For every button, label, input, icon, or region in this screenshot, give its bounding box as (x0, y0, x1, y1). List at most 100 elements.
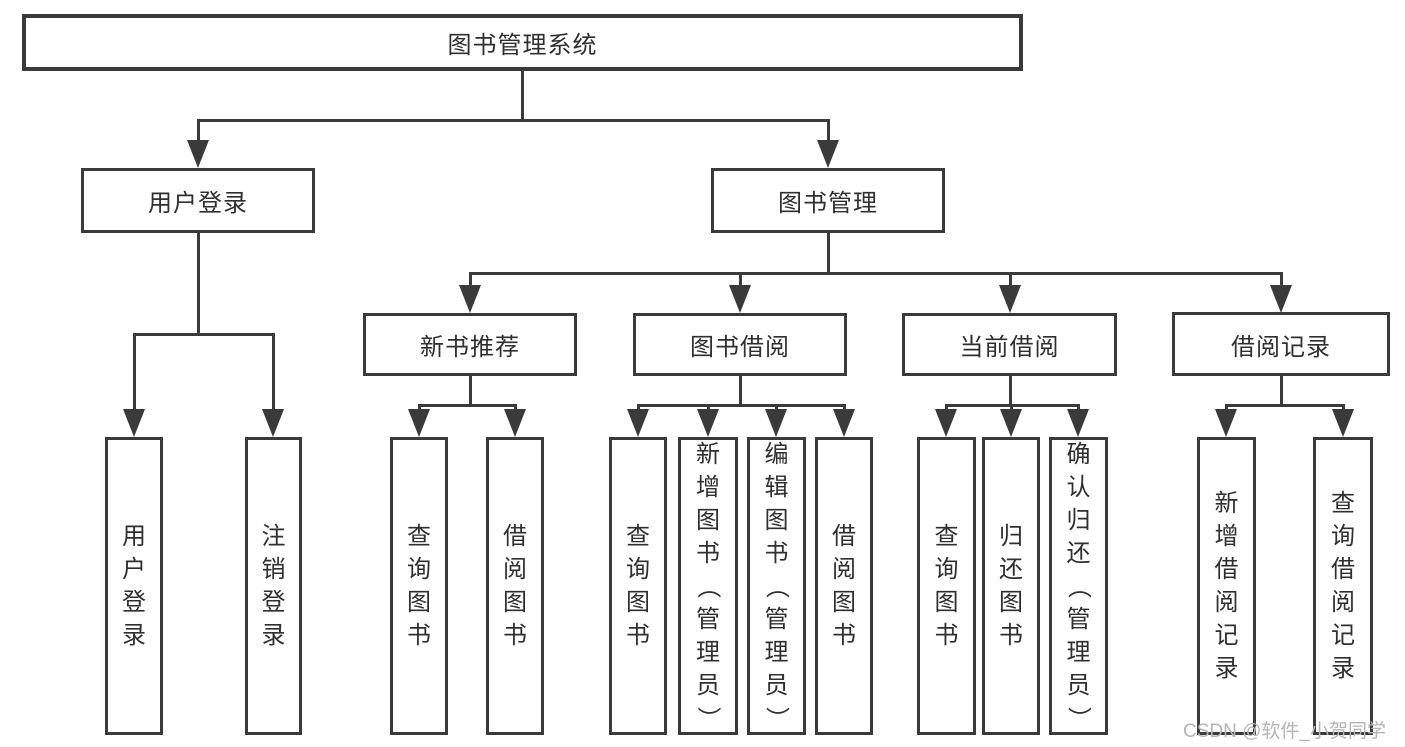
vertical-char: 借 (832, 523, 856, 550)
connector-line-horizontal (417, 403, 517, 407)
connector-line-horizontal (1224, 403, 1345, 407)
vertical-char: 阅 (503, 556, 527, 583)
vertical-char: 编 (764, 440, 789, 468)
vertical-char: 询 (626, 556, 650, 583)
vertical-char: 图 (999, 589, 1023, 616)
node-book-mgmt: 图书管理 (711, 168, 945, 233)
node-user-login: 用户登录 (81, 168, 315, 233)
vertical-char: 录 (261, 622, 286, 649)
node-leaf-bb-borrow: 借阅图书 (815, 437, 873, 735)
vertical-char: 管 (1066, 605, 1091, 633)
node-root: 图书管理系统 (22, 14, 1023, 71)
vertical-char: 销 (261, 556, 286, 583)
vertical-char: 图 (626, 589, 650, 616)
vertical-char: 记 (1331, 622, 1355, 649)
vertical-char: 图 (503, 589, 527, 616)
arrow-down-icon (729, 285, 751, 313)
arrow-down-icon (1000, 409, 1022, 437)
vertical-char: 录 (1331, 655, 1355, 682)
vertical-char: 用 (122, 523, 146, 550)
vertical-char: 员 (764, 671, 789, 699)
connector-line-horizontal (468, 271, 1283, 275)
vertical-char: ） (694, 706, 722, 730)
arrow-down-icon (1332, 409, 1354, 437)
vertical-char: 员 (1066, 671, 1091, 699)
vertical-char: 增 (1214, 523, 1239, 550)
connector-line-vertical (826, 233, 830, 273)
vertical-char: 询 (1331, 523, 1355, 550)
vertical-char: 查 (934, 523, 959, 550)
vertical-char: 理 (764, 638, 789, 666)
connector-line-horizontal (636, 403, 846, 407)
connector-line-vertical (196, 233, 200, 334)
node-leaf-user-login: 用户登录 (105, 437, 163, 735)
vertical-char: 图 (832, 589, 856, 616)
arrow-down-icon (935, 409, 957, 437)
connector-line-horizontal (196, 118, 830, 122)
node-leaf-br-query: 查询借阅记录 (1313, 437, 1373, 735)
node-leaf-bb-add: 新增图书（管理员） (678, 437, 738, 735)
vertical-char: 管 (764, 605, 789, 633)
vertical-char: 理 (1066, 638, 1091, 666)
vertical-char: 书 (832, 622, 856, 649)
connector-line-vertical (826, 120, 830, 144)
node-current-borrow: 当前借阅 (902, 313, 1117, 376)
vertical-char: 还 (1066, 539, 1091, 567)
vertical-char: 书 (999, 622, 1023, 649)
connector-line-vertical (468, 376, 472, 405)
node-leaf-logout: 注销登录 (245, 437, 302, 735)
vertical-char: 借 (503, 523, 527, 550)
node-leaf-nb-query: 查询图书 (390, 437, 448, 735)
connector-line-vertical (1279, 376, 1283, 405)
vertical-char: 书 (934, 622, 959, 649)
node-borrow-records: 借阅记录 (1172, 312, 1390, 376)
vertical-char: 书 (407, 622, 431, 649)
node-leaf-br-add: 新增借阅记录 (1197, 437, 1256, 735)
vertical-char: 归 (1066, 506, 1091, 534)
vertical-char: 图 (696, 506, 720, 534)
connector-line-horizontal (132, 332, 275, 336)
vertical-char: 询 (407, 556, 431, 583)
vertical-char: 录 (1214, 655, 1239, 682)
vertical-char: 书 (696, 539, 720, 567)
vertical-char: 借 (1214, 556, 1239, 583)
connector-line-vertical (468, 273, 472, 289)
vertical-char: 认 (1066, 473, 1091, 501)
arrow-down-icon (262, 409, 284, 437)
arrow-down-icon (1067, 409, 1089, 437)
vertical-char: 书 (626, 622, 650, 649)
vertical-char: 查 (1331, 490, 1355, 517)
arrow-down-icon (504, 409, 526, 437)
vertical-char: 登 (122, 589, 146, 616)
arrow-down-icon (833, 409, 855, 437)
vertical-char: 户 (122, 556, 146, 583)
vertical-char: （ (694, 574, 722, 598)
vertical-char: ） (1065, 706, 1092, 730)
vertical-char: ） (763, 706, 790, 730)
vertical-char: 阅 (1214, 589, 1239, 616)
vertical-char: 增 (696, 473, 720, 501)
vertical-char: 登 (261, 589, 286, 616)
connector-line-vertical (738, 273, 742, 289)
node-leaf-cb-query: 查询图书 (917, 437, 976, 735)
node-leaf-nb-borrow: 借阅图书 (486, 437, 544, 735)
arrow-down-icon (187, 140, 209, 168)
vertical-char: 还 (999, 556, 1023, 583)
connector-line-vertical (1279, 273, 1283, 289)
vertical-char: 录 (122, 622, 146, 649)
connector-line-vertical (520, 71, 524, 120)
connector-line-vertical (271, 334, 275, 413)
connector-line-vertical (1008, 376, 1012, 405)
arrow-down-icon (1215, 409, 1237, 437)
vertical-char: 书 (503, 622, 527, 649)
vertical-char: 归 (999, 523, 1023, 550)
vertical-char: 注 (261, 523, 286, 550)
vertical-char: （ (763, 574, 790, 598)
vertical-char: 阅 (832, 556, 856, 583)
connector-line-vertical (196, 120, 200, 144)
vertical-char: 记 (1214, 622, 1239, 649)
arrow-down-icon (459, 285, 481, 313)
arrow-down-icon (123, 409, 145, 437)
vertical-char: 查 (626, 523, 650, 550)
